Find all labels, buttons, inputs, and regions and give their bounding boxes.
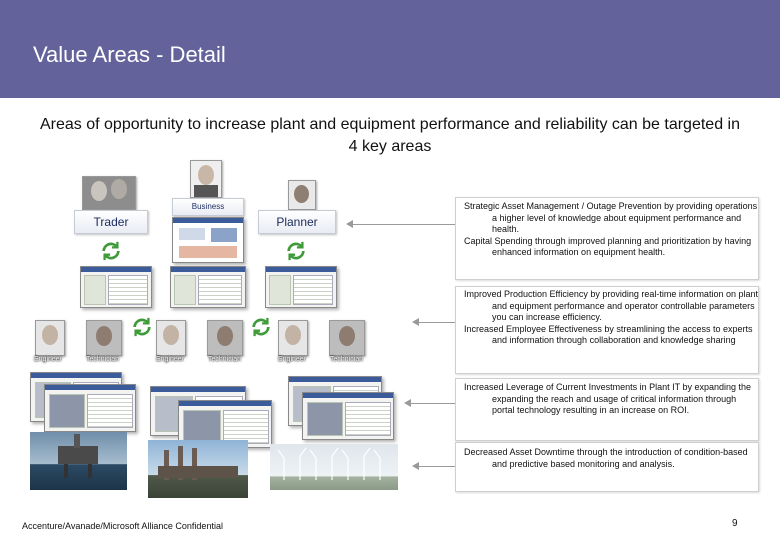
connector-arrow <box>346 220 455 228</box>
cycle-arrows-icon <box>252 317 270 337</box>
value-area-text: Decreased Asset Downtime through the int… <box>464 447 748 469</box>
page-number: 9 <box>732 518 738 529</box>
value-area-text: Improved Production Efficiency by provid… <box>464 289 758 322</box>
operations-screen-image <box>44 384 136 432</box>
engineer-label: Engineer <box>34 356 63 363</box>
trader-label: Trader <box>74 210 148 234</box>
connector-arrow <box>404 399 455 407</box>
connector-arrow <box>412 318 455 326</box>
value-area-box: Improved Production Efficiency by provid… <box>455 286 759 374</box>
technician-photo <box>329 320 365 356</box>
technician-photo <box>207 320 243 356</box>
cycle-arrows-icon <box>102 241 120 261</box>
engineer-label: Engineer <box>156 356 185 363</box>
value-area-text: Capital Spending through improved planni… <box>464 235 752 258</box>
value-area-box: Decreased Asset Downtime through the int… <box>455 442 759 492</box>
wind-farm-photo <box>270 444 398 490</box>
technician-photo <box>86 320 122 356</box>
value-area-text: Strategic Asset Management / Outage Prev… <box>464 201 758 234</box>
business-dashboard-image <box>172 217 244 263</box>
value-area-box: Strategic Asset Management / Outage Prev… <box>455 197 759 280</box>
offshore-platform-photo <box>30 432 127 490</box>
business-label: Business <box>172 198 244 216</box>
engineer-label: Engineer <box>278 356 307 363</box>
planner-label: Planner <box>258 210 336 234</box>
page-title: Value Areas - Detail <box>33 42 226 67</box>
connector-arrow <box>412 462 455 470</box>
business-photo <box>190 160 222 198</box>
planner-photo <box>288 180 316 210</box>
trader-screen-image <box>80 266 152 308</box>
power-plant-photo <box>148 440 248 498</box>
subtitle: Areas of opportunity to increase plant a… <box>40 116 740 155</box>
engineer-photo <box>156 320 186 356</box>
value-area-text: Increased Leverage of Current Investment… <box>464 382 752 415</box>
value-area-box: Increased Leverage of Current Investment… <box>455 378 759 441</box>
business-screen-image <box>170 266 246 308</box>
technician-label: Technician <box>330 356 364 363</box>
operations-screen-image <box>302 392 394 440</box>
technician-label: Technician <box>208 356 242 363</box>
value-area-text: Increased Employee Effectiveness by stre… <box>464 323 753 346</box>
title-banner: Value Areas - Detail <box>0 0 780 98</box>
technician-label: Technician <box>86 356 120 363</box>
cycle-arrows-icon <box>133 317 151 337</box>
engineer-photo <box>278 320 308 356</box>
trader-photo <box>82 176 136 210</box>
planner-screen-image <box>265 266 337 308</box>
cycle-arrows-icon <box>287 241 305 261</box>
engineer-photo <box>35 320 65 356</box>
confidential-footer: Accenture/Avanade/Microsoft Alliance Con… <box>22 521 223 531</box>
